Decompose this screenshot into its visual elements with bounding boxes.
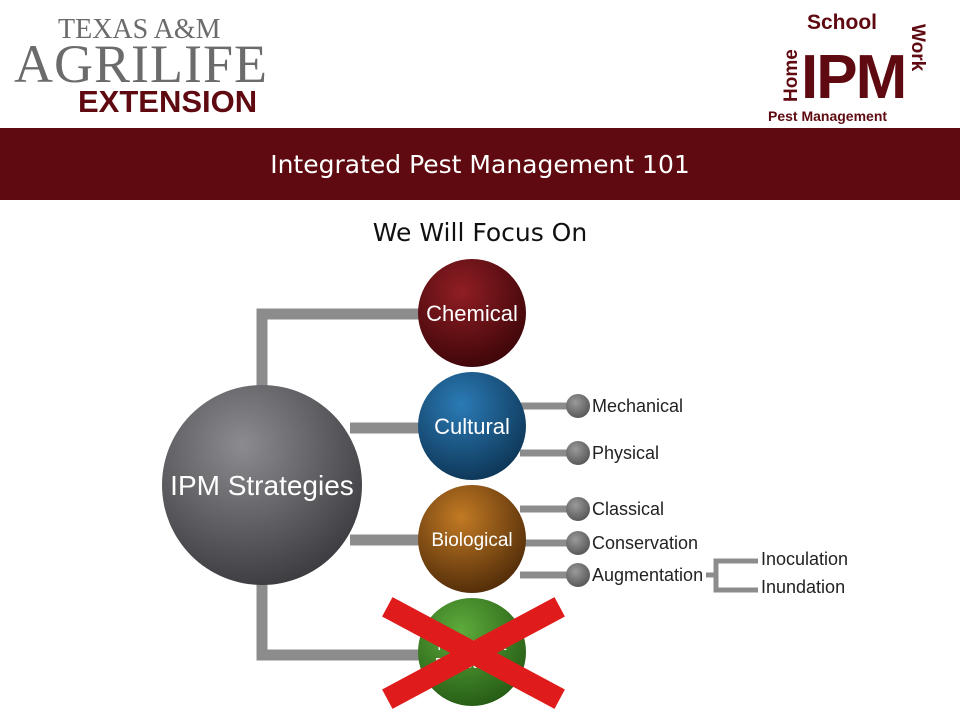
label-augmentation: Augmentation [592,565,703,585]
label-mechanical: Mechanical [592,396,683,416]
circle-chemical [418,259,526,367]
label-biological: Biological [431,530,512,551]
label-inoculation: Inoculation [761,549,848,569]
slide-title: Integrated Pest Management 101 [270,149,690,179]
ipm-logo-ipm: IPM [801,43,905,112]
ipm-logo-home: Home [781,49,802,102]
node-ipm-strategies: IPM Strategies [162,385,362,585]
dot-augmentation [566,563,590,587]
label-inundation: Inundation [761,577,845,597]
circle-ipm-strategies [162,385,362,585]
node-cultural: Cultural [418,372,526,480]
label-cultural: Cultural [434,414,510,439]
dot-conservation [566,531,590,555]
bracket-shape [713,558,758,593]
agrilife-logo-line2: AGRILIFE [14,34,268,94]
label-physical: Physical [592,443,659,463]
slide-subtitle: We Will Focus On [372,218,588,247]
ipm-logo-school: School [807,11,877,34]
branch-dots [566,394,590,587]
ipm-logo-work: Work [907,24,928,72]
circle-biological [418,485,526,593]
connector-host-plant [256,572,430,661]
connector-chemical [256,308,430,400]
dot-classical [566,497,590,521]
cross-out-mark [382,597,565,709]
dot-physical [566,441,590,465]
node-chemical: Chemical [418,259,526,367]
augmentation-bracket [706,558,758,593]
dot-mechanical [566,394,590,418]
ipm-strategies-diagram: Chemical Cultural Biological Host Plant … [162,259,848,709]
agrilife-logo-line3: EXTENSION [78,84,257,118]
center-connectors [256,308,430,661]
node-biological: Biological [418,485,526,593]
cross-out-stroke-2 [382,597,565,709]
title-band: Integrated Pest Management 101 [0,128,960,200]
ipm-logo: School Home IPM Work Pest Management [768,11,928,124]
agrilife-logo: TEXAS A&M AGRILIFE EXTENSION [14,14,268,118]
label-conservation: Conservation [592,533,698,553]
circle-cultural [418,372,526,480]
branch-labels: Mechanical Physical Classical Conservati… [592,396,848,597]
label-chemical: Chemical [426,301,518,326]
label-classical: Classical [592,499,664,519]
label-ipm-strategies: IPM Strategies [170,470,354,501]
ipm-logo-pest-management: Pest Management [768,108,887,124]
agrilife-logo-line1: TEXAS A&M [58,14,221,45]
